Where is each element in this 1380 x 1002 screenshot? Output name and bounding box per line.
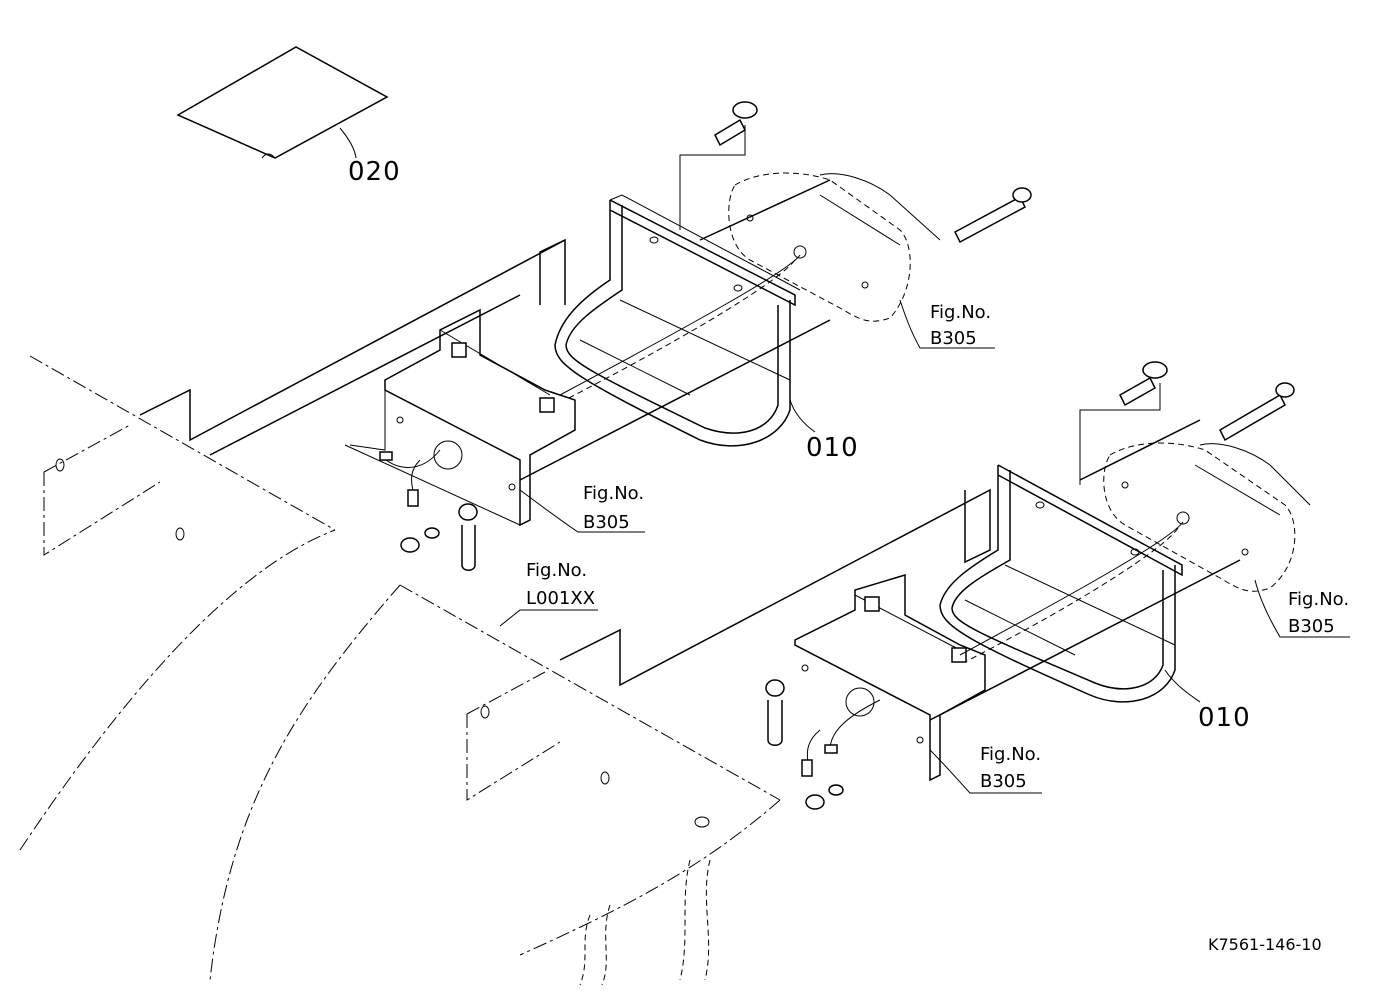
upper-hardware <box>400 503 478 571</box>
fig-ref-4-label: Fig.No. <box>1288 589 1349 610</box>
upper-bracket <box>344 308 576 527</box>
upper-handle <box>554 194 801 447</box>
leader-lines <box>499 299 1350 794</box>
lower-hardware <box>765 679 844 810</box>
fig-ref-2-number: B305 <box>583 512 630 533</box>
fig-ref-3-label: Fig.No. <box>526 560 587 581</box>
fig-ref-2-label: Fig.No. <box>583 483 644 504</box>
seal-sticker <box>176 46 389 159</box>
handle-lower-label: 010 <box>1198 703 1251 733</box>
handle-upper-label: 010 <box>806 433 859 463</box>
fig-ref-1-number: B305 <box>930 328 977 349</box>
fig-ref-5-number: B305 <box>980 771 1027 792</box>
fender-outline <box>19 355 781 986</box>
upper-bolts <box>679 101 1032 244</box>
upper-lamp <box>559 172 941 401</box>
upper-frame <box>139 179 831 481</box>
lower-lamp <box>959 442 1311 663</box>
drawing-code: K7561-146-10 <box>1208 935 1322 954</box>
lower-handle <box>939 464 1183 703</box>
fig-ref-5-label: Fig.No. <box>980 744 1041 765</box>
fig-ref-1-label: Fig.No. <box>930 302 991 323</box>
fig-ref-3-number: L001XX <box>526 588 595 609</box>
seal-label: 020 <box>348 157 401 187</box>
lower-bracket <box>794 573 986 782</box>
lower-frame <box>559 419 1241 721</box>
fig-ref-4-number: B305 <box>1288 616 1335 637</box>
lower-bolts <box>1079 361 1295 485</box>
